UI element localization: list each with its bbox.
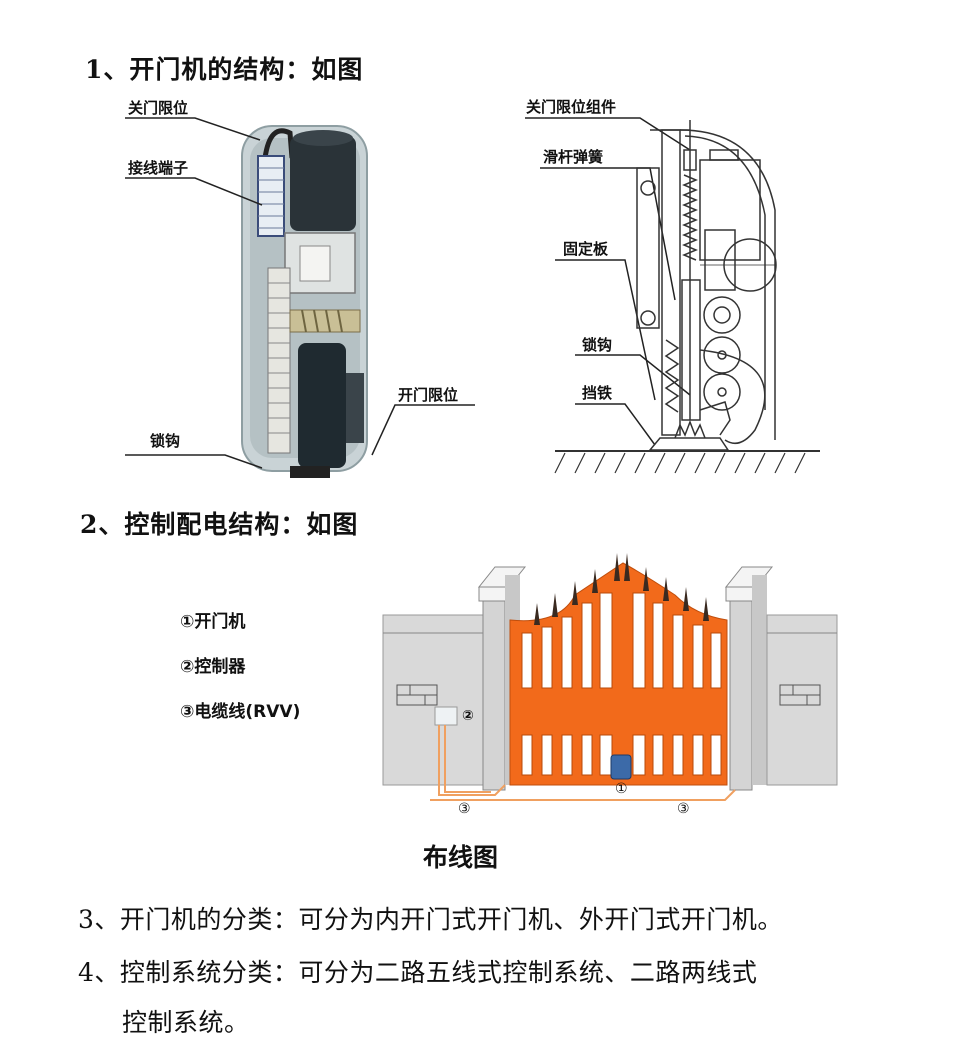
legend-opener: ①开门机: [180, 612, 246, 632]
label-lock-hook-drawing: 锁钩: [582, 336, 613, 354]
marker-cable-right: ③: [677, 801, 690, 817]
opener-drawing: [550, 120, 830, 480]
marker-cable-left: ③: [458, 801, 471, 817]
legend-cable: ③电缆线(RVV): [180, 702, 301, 722]
gate-wiring-diagram: ② ① ③ ③: [375, 545, 845, 825]
section-4-line-2: 控制系统。: [122, 1008, 250, 1037]
label-close-limit-assembly: 关门限位组件: [526, 98, 617, 116]
section-2-heading: 2、控制配电结构：如图: [80, 510, 359, 539]
label-open-limit: 开门限位: [398, 386, 459, 404]
wiring-diagram-caption: 布线图: [423, 843, 499, 872]
label-terminal-block: 接线端子: [128, 159, 189, 177]
section-4-line-1: 4、控制系统分类：可分为二路五线式控制系统、二路两线式: [78, 958, 758, 987]
marker-controller: ②: [462, 708, 474, 724]
section-3-text: 3、开门机的分类：可分为内开门式开门机、外开门式开门机。: [78, 905, 783, 934]
opener-photo: [230, 118, 380, 478]
label-lock-hook-photo: 锁钩: [150, 432, 181, 450]
legend-controller: ②控制器: [180, 657, 246, 677]
label-slide-rod-spring: 滑杆弹簧: [543, 148, 604, 166]
marker-opener: ①: [615, 781, 628, 797]
label-stopper: 挡铁: [582, 384, 613, 402]
section-1-heading: 1、开门机的结构：如图: [85, 55, 364, 84]
label-close-limit: 关门限位: [128, 99, 189, 117]
label-fixed-plate: 固定板: [563, 240, 609, 258]
